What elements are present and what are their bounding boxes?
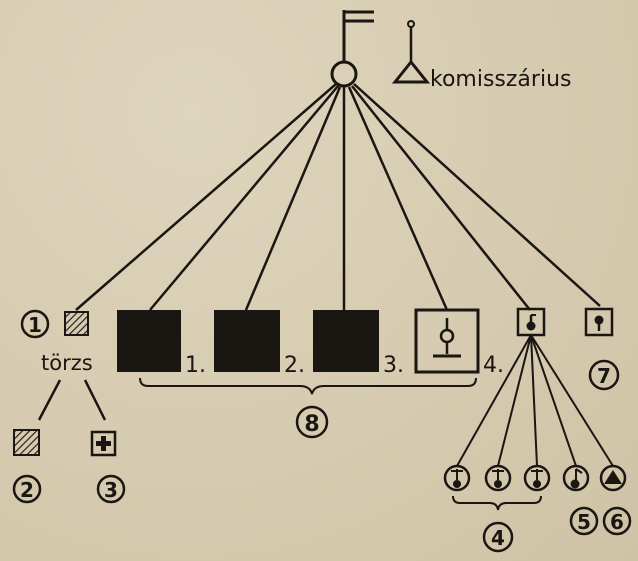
svg-text:4: 4 — [491, 526, 505, 550]
medical-cross-icon — [90, 430, 117, 457]
team-circle-icon-3 — [523, 464, 551, 492]
svg-text:3: 3 — [104, 478, 118, 502]
circled-number-8: 8 — [295, 405, 329, 439]
circled-number-6: 6 — [602, 506, 632, 536]
group-brace-8 — [139, 377, 477, 395]
unit-number-1: 1. — [185, 353, 206, 378]
sub-unit-box-b — [584, 307, 614, 337]
hq-flag-icon — [342, 10, 374, 62]
circled-number-7: 7 — [588, 359, 620, 391]
team-circle-icon-5 — [562, 464, 590, 492]
unit-square-2 — [214, 310, 280, 372]
svg-text:2: 2 — [20, 478, 34, 502]
command-lines — [75, 83, 601, 311]
unit-square-1 — [117, 310, 181, 372]
circled-number-3: 3 — [96, 474, 126, 504]
group-brace-4 — [452, 495, 542, 511]
circled-number-1: 1 — [20, 309, 50, 339]
svg-text:6: 6 — [610, 510, 624, 534]
unit-square-3 — [313, 310, 379, 372]
circled-number-5: 5 — [569, 506, 599, 536]
circled-number-4: 4 — [482, 521, 514, 553]
svg-text:8: 8 — [304, 412, 319, 437]
svg-text:7: 7 — [597, 364, 611, 388]
team-circle-icon-2 — [484, 464, 512, 492]
circled-number-2: 2 — [12, 474, 42, 504]
team-circle-icon-1 — [443, 464, 471, 492]
staff-label: törzs — [41, 351, 93, 375]
unit-square-4 — [414, 308, 480, 374]
sub-unit-lines — [456, 334, 614, 467]
svg-text:5: 5 — [577, 510, 591, 534]
unit-number-2: 2. — [284, 353, 305, 378]
svg-text:1: 1 — [28, 313, 42, 337]
unit-number-4: 4. — [483, 353, 504, 378]
commissar-triangle-icon — [391, 20, 431, 84]
unit-number-3: 3. — [383, 353, 404, 378]
commissar-label: komisszárius — [430, 67, 571, 92]
sub-hatched-square — [13, 429, 40, 456]
hq-circle-icon — [330, 60, 358, 88]
sub-unit-box-a — [516, 307, 546, 337]
staff-branch-lines — [37, 379, 107, 421]
staff-hatched-square — [64, 311, 89, 336]
team-circle-icon-6 — [599, 464, 627, 492]
